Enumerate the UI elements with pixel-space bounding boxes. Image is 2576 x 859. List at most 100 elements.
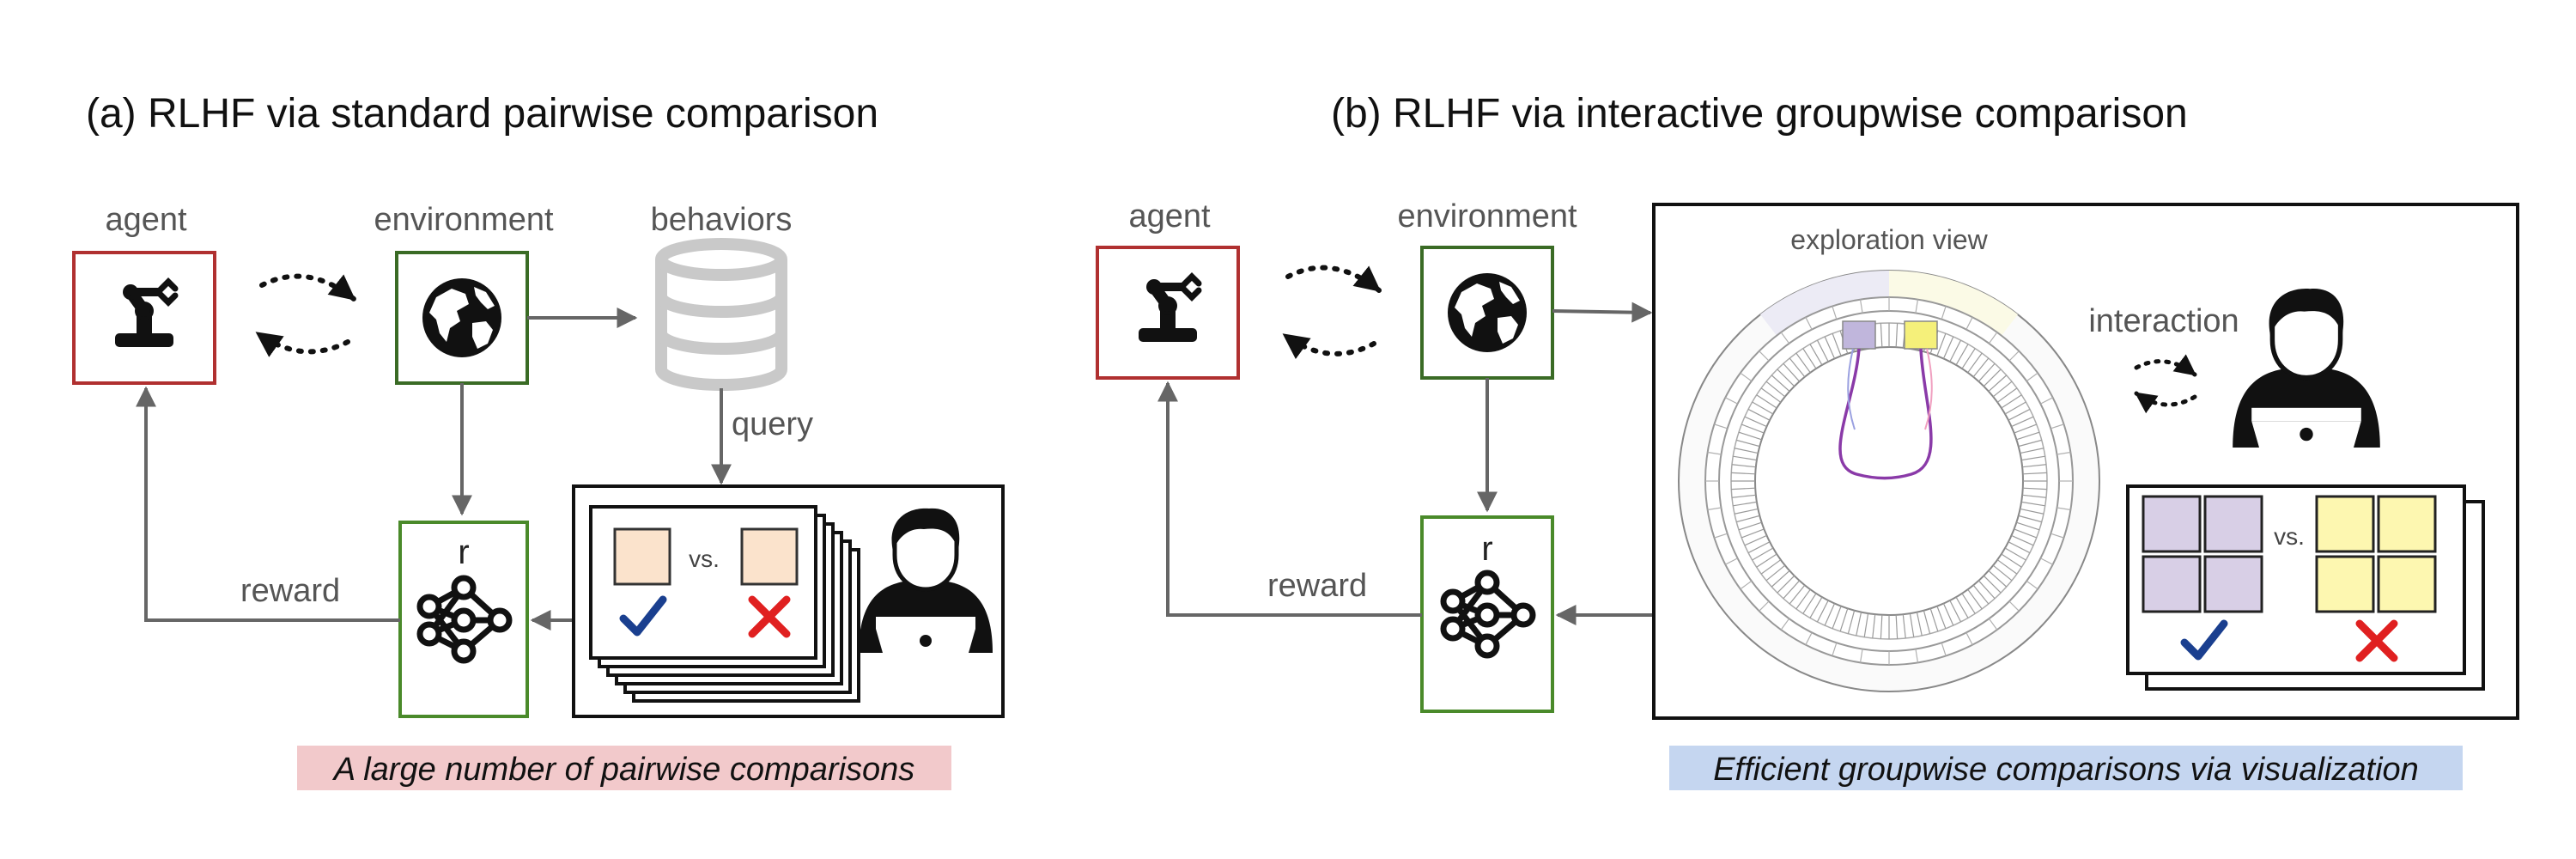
radial-tick [1955, 596, 1969, 618]
interaction-label: interaction [2088, 303, 2239, 339]
radial-outer-tick [1941, 643, 1947, 656]
radial-tick [1992, 381, 2013, 398]
radial-outer-tick [1859, 299, 1863, 314]
radial-tick [1756, 553, 1777, 568]
radial-tick [1744, 416, 1767, 428]
radial-outer-tick [1941, 306, 1947, 320]
exploration-view-label: exploration view [1790, 224, 1988, 255]
radial-tick [1802, 348, 1817, 369]
radial-tick [1972, 357, 1990, 378]
radial-outer-tick [1725, 397, 1738, 405]
query-label: query [732, 406, 813, 442]
radial-tick [1809, 344, 1823, 366]
radial-outer-tick [1915, 299, 1919, 314]
radial-tick [1949, 339, 1962, 362]
radial-tick [2011, 534, 2034, 546]
radial-tick [2020, 508, 2044, 515]
radial-outer-tick [1965, 317, 1973, 330]
panel-b-title: (b) RLHF via interactive groupwise compa… [1331, 91, 2188, 137]
database-icon [655, 238, 787, 391]
radial-tick [1972, 584, 1990, 605]
radial-tick [1929, 608, 1939, 632]
pair-item-left [613, 527, 671, 586]
radial-tick [1734, 448, 1759, 454]
radial-tick [2014, 528, 2037, 539]
radial-tick [1760, 559, 1782, 575]
radial-tick [1895, 614, 1899, 639]
environment-label-b: environment [1397, 198, 1577, 235]
radial-tick [2001, 394, 2022, 409]
neural-network-icon [1443, 573, 1533, 655]
radial-tick [1955, 344, 1969, 366]
radial-tick [1936, 606, 1947, 629]
radial-tick [1795, 352, 1811, 374]
radial-tick [1978, 580, 1996, 600]
radial-outer-tick [2026, 372, 2038, 382]
reward-arrow-b [1157, 381, 1422, 617]
reward-arrow-a [136, 386, 400, 622]
radial-tick [2022, 464, 2047, 468]
radial-tick [1731, 472, 1756, 475]
globe-icon [1448, 273, 1527, 352]
agent-node-a [72, 251, 216, 385]
radial-tick [1741, 423, 1765, 434]
pair-item-right [740, 527, 799, 586]
radial-tick [1816, 600, 1829, 623]
exploration-panel: exploration view interaction [1652, 203, 2519, 720]
radial-tick [1909, 612, 1915, 637]
radial-outer-tick [2026, 580, 2038, 590]
radial-tick [1777, 369, 1795, 387]
radial-tick [1967, 352, 1983, 374]
radial-outer-tick [1707, 507, 1722, 511]
panel-a-title: (a) RLHF via standard pairwise compariso… [86, 91, 878, 137]
radial-tick [1752, 547, 1774, 561]
radial-tick [2022, 487, 2047, 490]
loop-arrow-top-a [259, 273, 356, 302]
radial-tick [2020, 455, 2045, 461]
radial-tick [2008, 541, 2031, 554]
vs-label-a: vs. [689, 545, 720, 572]
arrow-env-to-exploration [1552, 302, 1653, 323]
radial-tick [1902, 614, 1906, 639]
radial-outer-tick [1759, 600, 1770, 612]
radial-tick [1771, 570, 1790, 588]
radial-outer-tick [1725, 557, 1738, 565]
caption-b-highlight [1669, 746, 2463, 790]
radial-outer-tick [1714, 423, 1728, 430]
radial-tick [1765, 564, 1786, 582]
radial-tick [1967, 588, 1983, 610]
radial-tick [1789, 357, 1806, 378]
radial-outer-tick [1915, 649, 1919, 663]
environment-label-a: environment [374, 202, 554, 238]
radial-tick [2020, 501, 2045, 507]
radial-outer-tick [1759, 350, 1770, 362]
radial-tick [1741, 528, 1765, 539]
radial-tick [2004, 547, 2026, 561]
interaction-arrow-bottom [2134, 391, 2197, 414]
radial-outer-tick [1805, 632, 1813, 645]
radial-tick [1996, 559, 2018, 575]
radial-tick [1736, 515, 1760, 523]
radial-tick [1783, 362, 1801, 382]
radial-tick [1916, 612, 1923, 637]
radial-tick [1744, 534, 1767, 546]
radial-tick [1988, 570, 2008, 588]
radial-tick [2016, 431, 2040, 441]
radial-tick [1839, 608, 1849, 632]
globe-icon [422, 278, 501, 357]
radial-tick [1978, 362, 1996, 382]
radial-tick [1752, 401, 1774, 415]
radial-tick [1738, 521, 1762, 531]
radial-tick [1771, 375, 1790, 393]
agent-node-b [1096, 246, 1240, 380]
radial-outer-tick [1780, 332, 1790, 344]
radial-tick [1895, 323, 1899, 348]
radial-tick [1731, 464, 1756, 468]
group-right [2315, 495, 2437, 613]
loop-arrow-top-b [1285, 265, 1382, 293]
reward-model-label-a: r [458, 533, 469, 571]
radial-outer-tick [2050, 423, 2064, 430]
selected-segment-yellow [1904, 320, 1938, 350]
pairwise-comparison-panel: vs. [572, 484, 1005, 718]
